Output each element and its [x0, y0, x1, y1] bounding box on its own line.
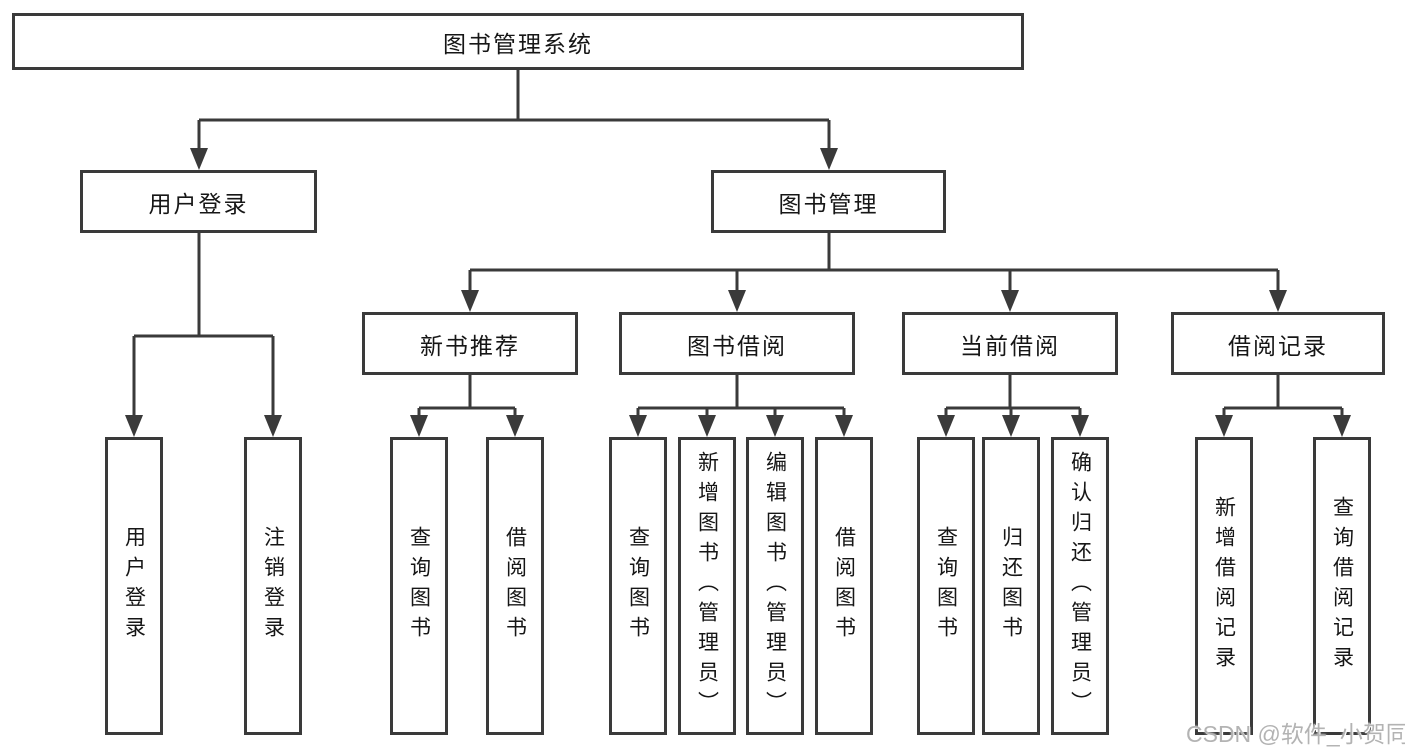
leaf-borrow-books-borrowing: 借阅图书	[815, 437, 873, 735]
node-label: 借阅图书	[832, 526, 856, 646]
leaf-confirm-return-admin: 确认归还（管理员）	[1051, 437, 1109, 735]
edge-userlogin-to-leaves	[132, 233, 275, 419]
node-label: 用户登录	[148, 190, 249, 217]
leaf-return-book: 归还图书	[982, 437, 1040, 735]
node-current-borrowing: 当前借阅	[902, 312, 1118, 375]
node-label: 注销登录	[261, 526, 285, 646]
edge-root-to-level2	[197, 70, 831, 152]
node-library-management-system: 图书管理系统	[12, 13, 1024, 70]
node-borrowing-records: 借阅记录	[1171, 312, 1385, 375]
node-label: 查询图书	[407, 526, 431, 646]
node-label: 编辑图书（管理员）	[763, 451, 787, 721]
node-book-borrowing: 图书借阅	[619, 312, 855, 375]
node-label: 新增图书（管理员）	[695, 451, 719, 721]
edge-borrow-to-leaves	[636, 375, 846, 419]
edge-current-to-leaves	[944, 375, 1082, 419]
node-user-login: 用户登录	[80, 170, 317, 233]
node-label: 图书借阅	[687, 332, 787, 359]
csdn-watermark: CSDN @软件_小贺同学	[1186, 721, 1405, 747]
edge-records-to-leaves	[1222, 375, 1344, 419]
leaf-query-books-borrowing: 查询图书	[609, 437, 667, 735]
node-label: 查询借阅记录	[1330, 496, 1354, 676]
node-label: 查询图书	[934, 526, 958, 646]
node-label: 归还图书	[999, 526, 1023, 646]
node-label: 新增借阅记录	[1212, 496, 1236, 676]
leaf-query-books-current: 查询图书	[917, 437, 975, 735]
leaf-query-books-recommend: 查询图书	[390, 437, 448, 735]
leaf-add-book-admin: 新增图书（管理员）	[678, 437, 736, 735]
edge-recommend-to-leaves	[417, 375, 517, 419]
node-label: 图书管理系统	[443, 30, 593, 57]
node-label: 借阅图书	[503, 526, 527, 646]
node-book-management: 图书管理	[711, 170, 946, 233]
node-label: 确认归还（管理员）	[1068, 451, 1092, 721]
leaf-logout: 注销登录	[244, 437, 302, 735]
node-new-book-recommend: 新书推荐	[362, 312, 578, 375]
node-label: 新书推荐	[420, 332, 520, 359]
leaf-add-borrow-record: 新增借阅记录	[1195, 437, 1253, 735]
node-label: 借阅记录	[1228, 332, 1328, 359]
leaf-user-login: 用户登录	[105, 437, 163, 735]
leaf-edit-book-admin: 编辑图书（管理员）	[746, 437, 804, 735]
node-label: 图书管理	[778, 190, 879, 217]
leaf-borrow-books-recommend: 借阅图书	[486, 437, 544, 735]
node-label: 查询图书	[626, 526, 650, 646]
node-label: 用户登录	[122, 526, 146, 646]
node-label: 当前借阅	[960, 332, 1060, 359]
edge-bookmgmt-to-level3	[468, 233, 1280, 294]
leaf-query-borrow-record: 查询借阅记录	[1313, 437, 1371, 735]
